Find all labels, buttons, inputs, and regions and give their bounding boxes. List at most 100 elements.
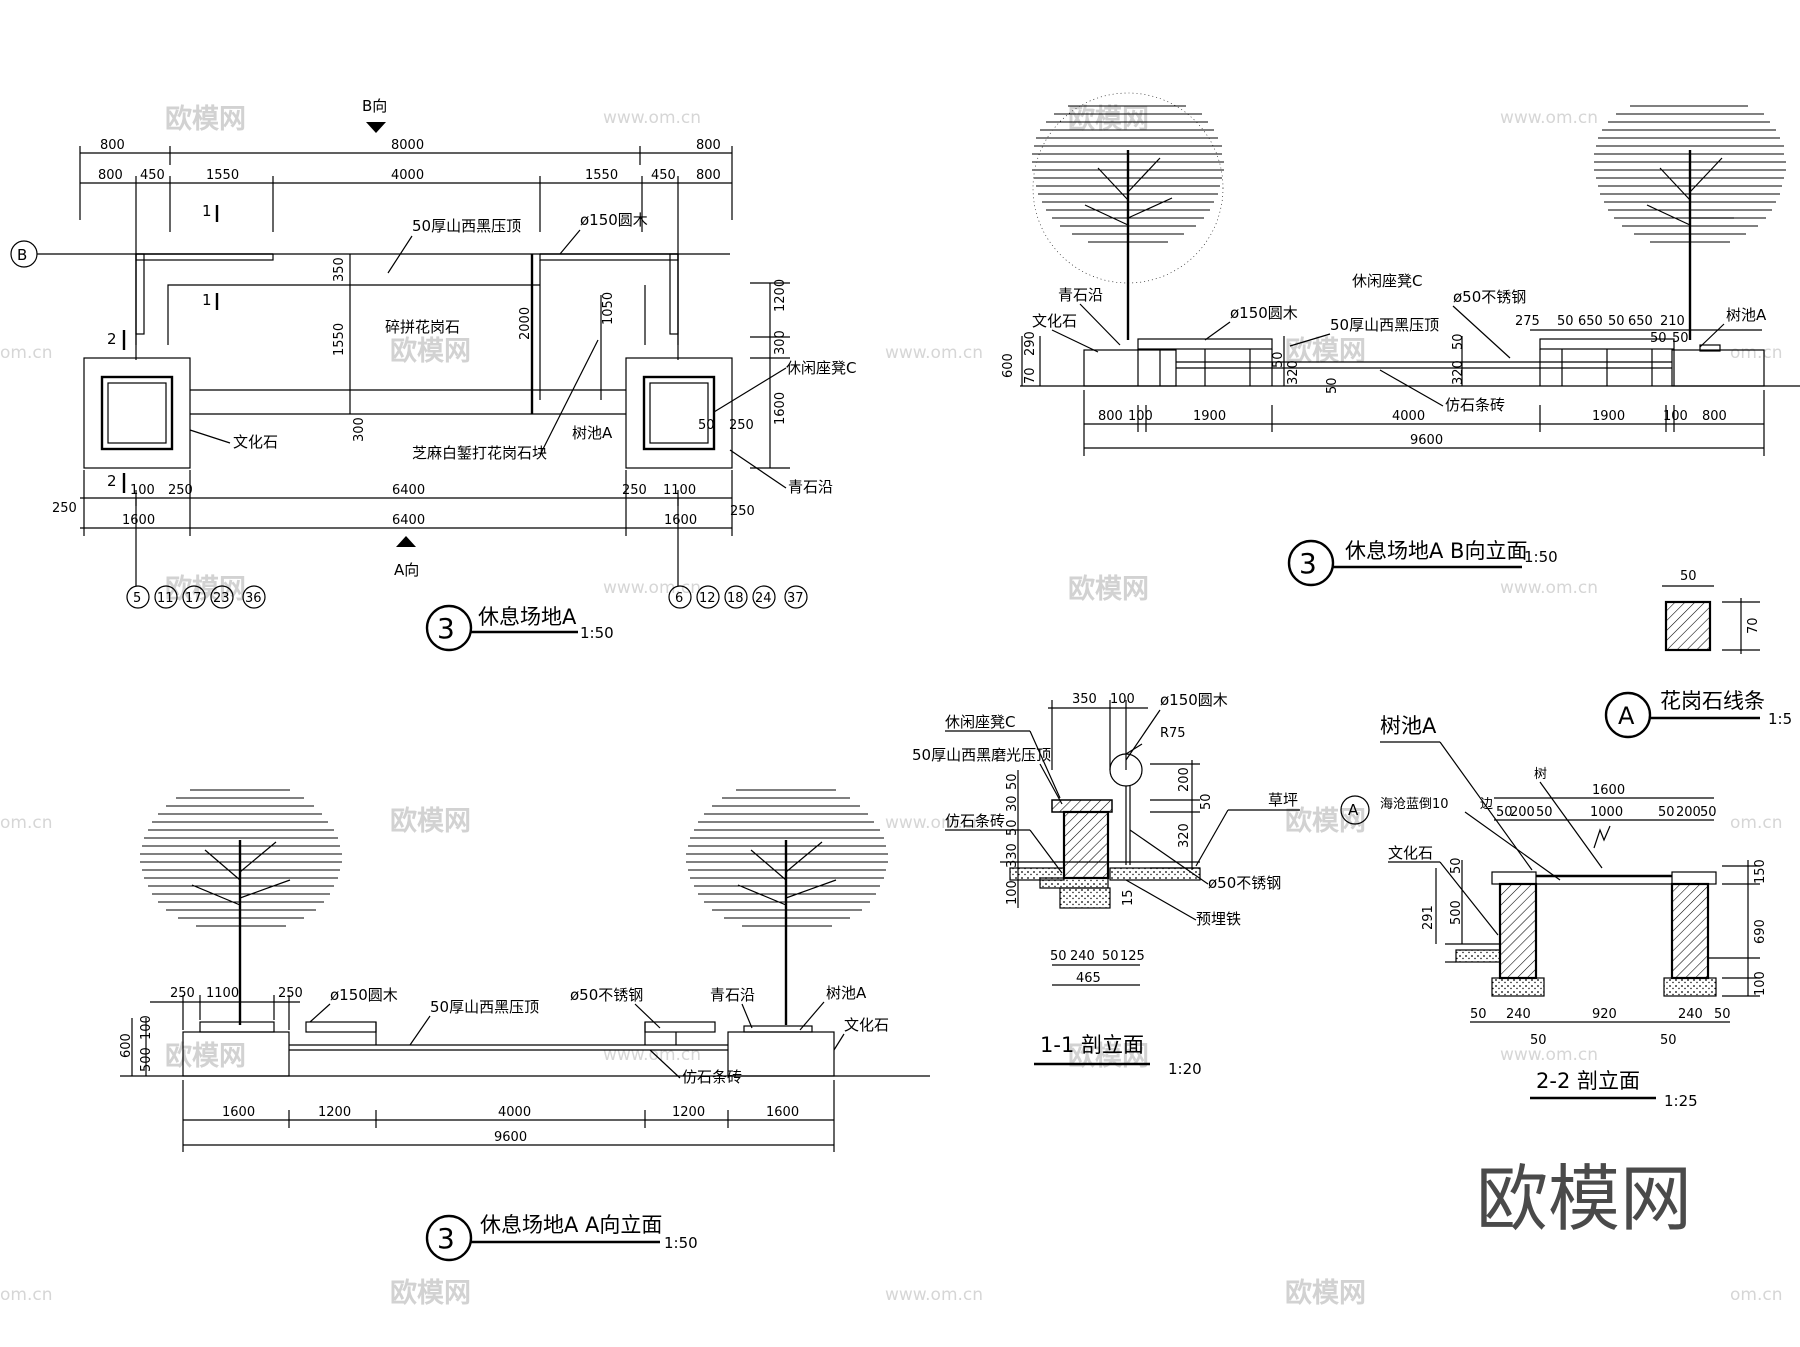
elev-a-scale: 1:50 xyxy=(664,1234,698,1252)
dim-text: 330 xyxy=(1005,843,1020,868)
dim-text: 50 xyxy=(1658,805,1675,820)
title-badge xyxy=(1287,539,1335,587)
detail-a: 50 70 A 花岗石线条 1:5 xyxy=(1604,569,1792,739)
dim-text: 1550 xyxy=(206,168,239,183)
label-cap: 50厚山西黑磨光压顶 xyxy=(912,746,1051,764)
dim-text: 200 xyxy=(1177,767,1192,792)
dim-text: 275 xyxy=(1515,314,1540,329)
tree-pool-left xyxy=(83,357,191,469)
ref-number: 11 xyxy=(157,591,174,606)
dim-text: 600 xyxy=(1001,353,1016,378)
dim-text: 9600 xyxy=(1410,433,1443,448)
dim-text: 450 xyxy=(140,168,165,183)
dim-text: 291 xyxy=(1421,905,1436,930)
dim-text: 800 xyxy=(696,138,721,153)
dim-text: 50 xyxy=(1199,793,1214,810)
dim-text: 1900 xyxy=(1193,409,1226,424)
plan-view: B向 800 8000 800 800 450 1550 4000 1550 4… xyxy=(10,97,856,652)
dim-text: 650 xyxy=(1578,314,1603,329)
dim-text: 4000 xyxy=(498,1105,531,1120)
dim-text: 320 xyxy=(1451,360,1466,385)
label-culture-stone: 文化石 xyxy=(233,433,278,451)
dim-text: 1900 xyxy=(1592,409,1625,424)
title-badge-number: 3 xyxy=(437,1222,455,1255)
dim-text: 50 xyxy=(1005,773,1020,790)
dim-text: 800 xyxy=(1098,409,1123,424)
dim-text: 1000 xyxy=(1590,805,1623,820)
dim-text: 100 xyxy=(1753,971,1768,996)
dim-text: 300 xyxy=(773,330,788,355)
dim-text: 465 xyxy=(1076,971,1101,986)
ref-number: 24 xyxy=(755,591,772,606)
dim-text: 2000 xyxy=(518,307,533,340)
sect-11-title: 1-1 剖立面 xyxy=(1040,1033,1144,1057)
dim-text: 1550 xyxy=(332,323,347,356)
label-culture-stone: 文化石 xyxy=(1032,312,1077,330)
tree-right xyxy=(686,789,888,1025)
title-badge xyxy=(425,604,473,652)
label-cap: 50厚山西黑压顶 xyxy=(412,217,521,235)
label-steel: ø50不锈钢 xyxy=(570,986,643,1004)
label-curb: 青石沿 xyxy=(710,986,755,1004)
elevation-b: 600 290 70 50 320 50 320 50 275 50 650 5… xyxy=(1001,92,1800,587)
label-bench: 休闲座凳C xyxy=(786,359,856,377)
sect-22-title: 2-2 剖立面 xyxy=(1536,1069,1640,1093)
watermark-url: www.om.cn xyxy=(885,813,983,833)
dim-text: 1050 xyxy=(601,292,616,325)
dim-text: 50 xyxy=(1050,949,1067,964)
label-paving: 碎拼花岗石 xyxy=(385,318,460,336)
detail-badge-letter: A xyxy=(1618,702,1635,730)
plan-title: 休息场地A xyxy=(478,605,577,629)
watermark-logo: 欧模网 xyxy=(390,336,471,367)
ref-bubbles-right: 6 12 18 24 37 xyxy=(668,498,808,609)
label-sponge: 海沧蓝倒10 xyxy=(1380,796,1449,812)
dim-text: 1600 xyxy=(664,513,697,528)
dim-text: 6400 xyxy=(392,513,425,528)
title-badge-number: 3 xyxy=(1299,547,1317,580)
dim-text: 1550 xyxy=(585,168,618,183)
plan-dir-top: B向 xyxy=(362,97,387,115)
radius-label: R75 xyxy=(1160,726,1186,741)
dim-text: 240 xyxy=(1070,949,1095,964)
dim-text: 250 xyxy=(729,418,754,433)
watermark-url: www.om.cn xyxy=(1500,1045,1598,1065)
ref-number: 23 xyxy=(213,591,230,606)
dim-text: 800 xyxy=(1702,409,1727,424)
brand-watermark: 欧模网 xyxy=(1476,1157,1692,1241)
section-2-2: 树池A A 海沧蓝倒10 边 树 文化石 1600 50 200 50 1000… xyxy=(1340,714,1768,1110)
ref-number: 5 xyxy=(133,591,141,606)
label-brick: 仿石条砖 xyxy=(682,1068,742,1086)
title-badge-number: 3 xyxy=(437,612,455,645)
section-mark: 1 xyxy=(202,291,212,309)
elev-a-structure xyxy=(120,1021,930,1077)
detail-badge xyxy=(1604,691,1652,739)
elev-b-structure xyxy=(1020,338,1800,387)
label-tree-pool: 树池A xyxy=(1726,306,1767,324)
elev-a-title: 休息场地A A向立面 xyxy=(480,1213,662,1237)
dim-text: 800 xyxy=(100,138,125,153)
dim-text: 9600 xyxy=(494,1130,527,1145)
direction-arrow-icon xyxy=(396,536,416,547)
watermark-edge: om.cn xyxy=(1730,1285,1783,1305)
dim-text: 200 xyxy=(1510,805,1535,820)
bench-frame xyxy=(135,253,679,345)
watermark-edge: om.cn xyxy=(1730,813,1783,833)
dim-text: 50 xyxy=(1714,1007,1731,1022)
dim-text: 1100 xyxy=(663,483,696,498)
ref-number: 36 xyxy=(245,591,262,606)
label-steel: ø50不锈钢 xyxy=(1208,874,1281,892)
dim-text: 320 xyxy=(1286,360,1301,385)
direction-arrow-icon xyxy=(366,122,386,133)
watermark-url: www.om.cn xyxy=(885,343,983,363)
dim-text: 1200 xyxy=(318,1105,351,1120)
label-curb: 青石沿 xyxy=(788,478,833,496)
dim-text: 250 xyxy=(168,483,193,498)
dim-text: 250 xyxy=(622,483,647,498)
dim-text: 920 xyxy=(1592,1007,1617,1022)
dim-text: 250 xyxy=(730,504,755,519)
tree-left xyxy=(140,789,342,1025)
dim-text: 1600 xyxy=(222,1105,255,1120)
dim-text: 15 xyxy=(1121,889,1136,906)
axis-label: B xyxy=(17,246,27,264)
watermarks: 欧模网 www.om.cn 欧模网 www.om.cn om.cn 欧模网 ww… xyxy=(0,104,1783,1309)
